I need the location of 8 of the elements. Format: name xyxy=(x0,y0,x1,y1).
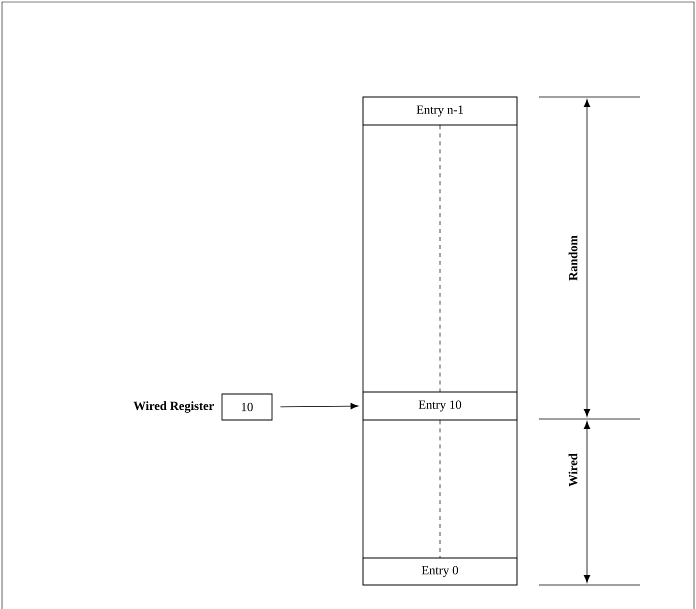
register-label: Wired Register xyxy=(134,401,214,413)
entry-row: Entry 0 xyxy=(362,558,518,586)
entry-row: Entry 10 xyxy=(362,392,518,420)
arrow xyxy=(280,402,358,410)
dimension-label: Random xyxy=(568,235,578,281)
entry-row: Entry n-1 xyxy=(362,96,518,126)
register-box: 10 xyxy=(222,394,272,420)
dimension-label: Wired xyxy=(568,453,578,487)
